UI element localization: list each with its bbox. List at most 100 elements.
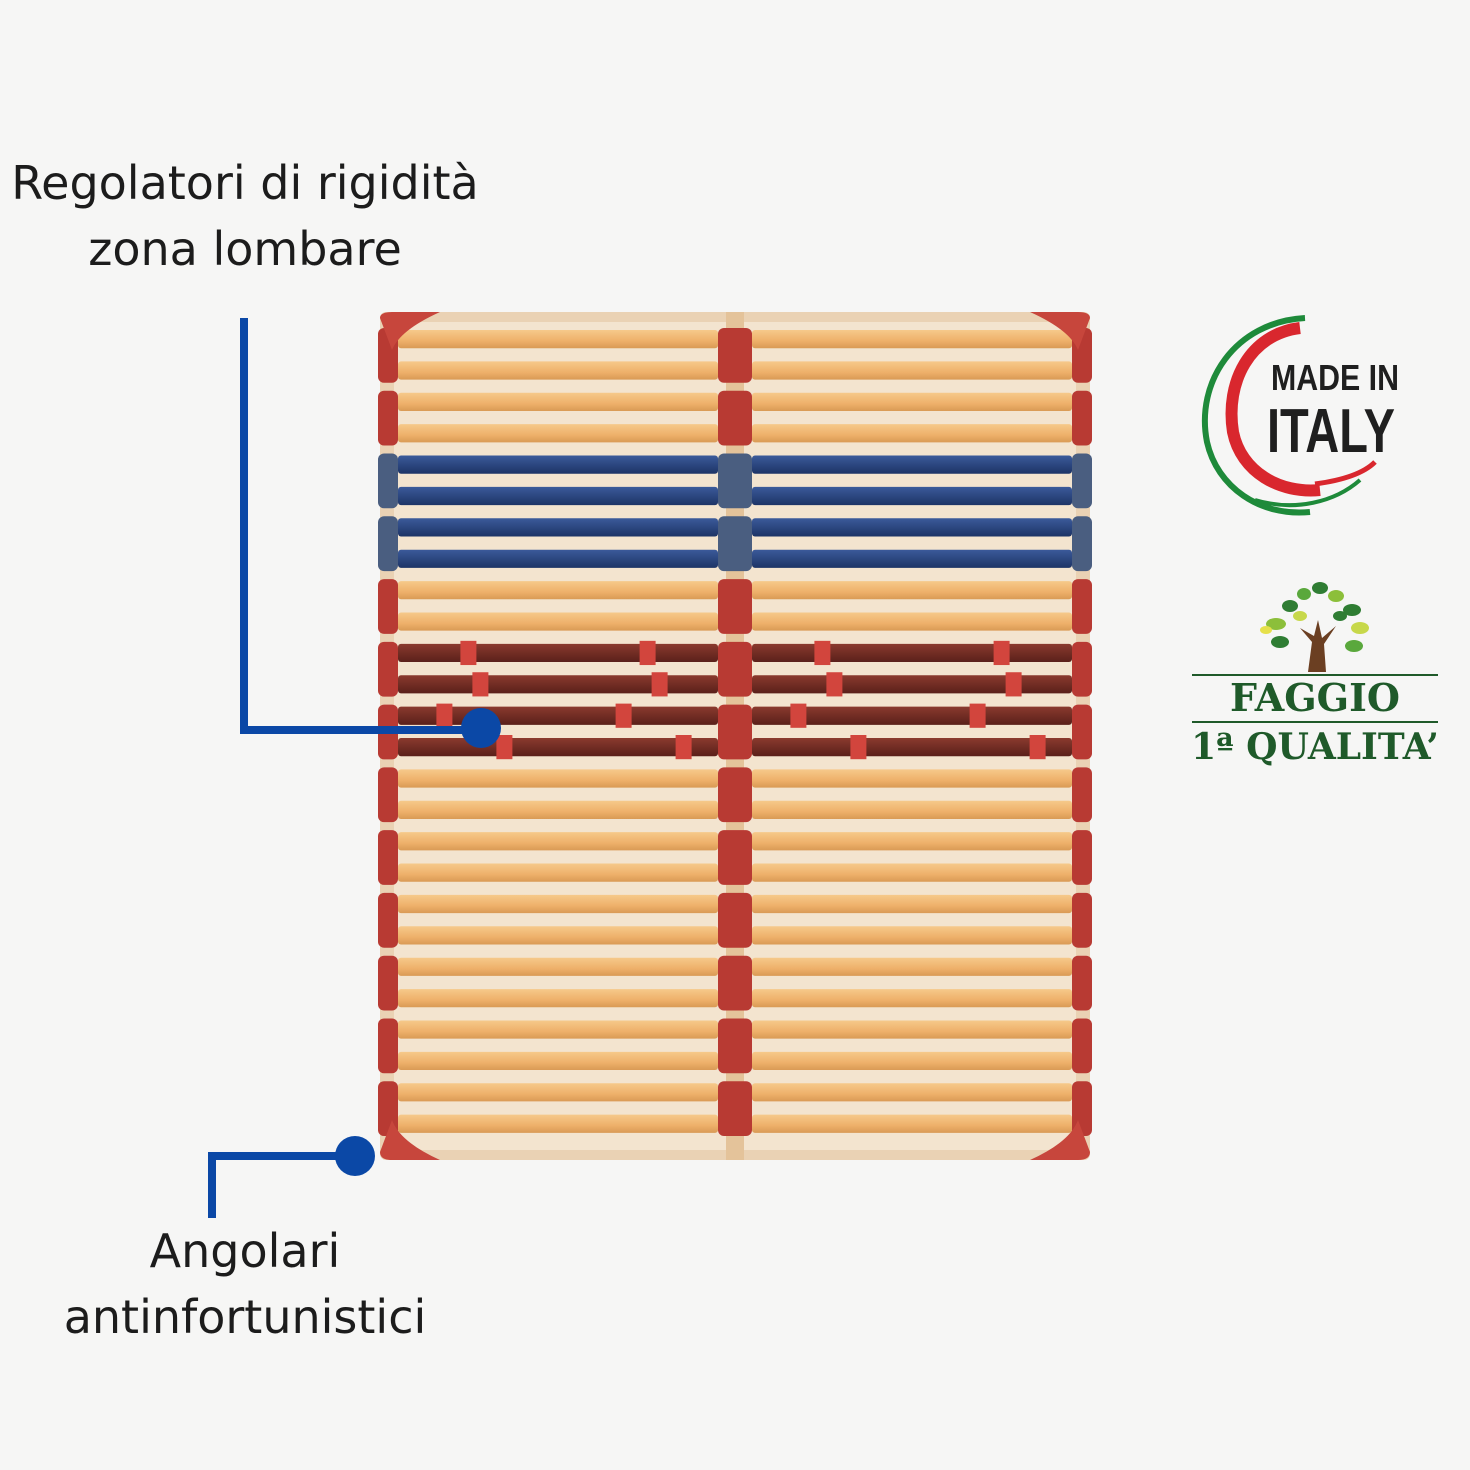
slat-holder-right-7 (1072, 704, 1092, 760)
slat-right-1 (752, 330, 1072, 349)
made-in-italy-badge: MADE IN ITALY (1195, 312, 1410, 522)
slat-left-7 (398, 518, 718, 537)
slat-holder-left-8 (378, 767, 398, 823)
slat-right-20 (752, 926, 1072, 945)
slat-holder-center-1 (718, 328, 752, 383)
faggio-top-rule (1192, 674, 1438, 676)
slat-left-23 (398, 1020, 718, 1039)
slat-holder-right-5 (1072, 579, 1092, 634)
stiffness-regulator-right-13-2 (969, 703, 986, 728)
slat-left-24 (398, 1051, 718, 1071)
slat-holder-right-2 (1072, 390, 1092, 446)
slat-left-6 (398, 486, 718, 506)
slat-holder-center-11 (718, 955, 752, 1011)
corner-label-line2: antinfortunistici (63, 1290, 427, 1344)
slat-left-1 (398, 330, 718, 349)
lumbar-leader-horizontal (240, 726, 482, 734)
slat-left-17 (398, 832, 718, 851)
slat-holder-left-6 (378, 641, 398, 697)
stiffness-regulator-right-11-2 (993, 640, 1010, 666)
slat-holder-right-6 (1072, 641, 1092, 697)
stiffness-regulator-left-11-1 (460, 640, 477, 666)
slat-holder-center-2 (718, 390, 752, 446)
slat-holder-left-9 (378, 830, 398, 885)
slat-right-8 (752, 549, 1072, 568)
slat-holder-right-3 (1072, 453, 1092, 509)
faggio-text: FAGGIO (1229, 675, 1401, 720)
slat-left-26 (398, 1114, 718, 1133)
slat-right-25 (752, 1083, 1072, 1102)
badge-arc-green (1201, 315, 1311, 516)
quality-text: 1ª QUALITA’ (1191, 726, 1439, 768)
tree-icon (1260, 582, 1369, 672)
slat-holder-center-6 (718, 641, 752, 697)
slat-right-12 (752, 675, 1072, 694)
corner-label-line1: Angolari (149, 1224, 341, 1278)
corner-bumper-bottom-left (380, 1120, 440, 1160)
stiffness-regulator-right-14-2 (1029, 735, 1046, 760)
slat-right-3 (752, 392, 1072, 411)
stiffness-regulator-right-12-2 (1005, 672, 1022, 697)
slat-holder-left-4 (378, 516, 398, 572)
slat-right-26 (752, 1114, 1072, 1133)
slat-holder-right-12 (1072, 1018, 1092, 1074)
slat-left-21 (398, 957, 718, 976)
slat-holder-center-7 (718, 704, 752, 760)
stiffness-regulator-right-11-1 (814, 640, 831, 666)
slat-right-10 (752, 612, 1072, 631)
lumbar-label-line2: zona lombare (88, 222, 402, 276)
stiffness-regulator-right-13-1 (790, 703, 807, 728)
stiffness-regulator-left-13-1 (436, 703, 453, 728)
slat-holder-center-8 (718, 767, 752, 823)
slat-right-2 (752, 361, 1072, 380)
badge-arc-swoosh (1314, 460, 1377, 487)
stiffness-regulator-left-14-1 (496, 735, 513, 760)
slat-holder-right-9 (1072, 830, 1092, 885)
italy-text: ITALY (1267, 397, 1395, 466)
faggio-quality-badge: FAGGIO 1ª QUALITA’ (1180, 580, 1450, 790)
slat-right-19 (752, 894, 1072, 914)
stiffness-regulator-left-11-2 (639, 640, 656, 666)
slat-holder-left-11 (378, 955, 398, 1011)
slat-left-8 (398, 549, 718, 568)
slat-holder-left-2 (378, 390, 398, 446)
corner-bumper-top-right (1030, 312, 1090, 350)
stiffness-regulator-right-12-1 (826, 672, 843, 697)
slat-right-5 (752, 455, 1072, 474)
slat-left-19 (398, 894, 718, 914)
slat-holder-center-13 (718, 1081, 752, 1136)
slat-left-4 (398, 424, 718, 443)
slat-right-24 (752, 1051, 1072, 1071)
slat-left-16 (398, 800, 718, 819)
slat-left-20 (398, 926, 718, 945)
stiffness-regulator-left-13-2 (615, 703, 632, 728)
lumbar-label-line1: Regolatori di rigidità (11, 156, 479, 210)
lumbar-leader-vertical (240, 318, 248, 734)
slat-holder-center-10 (718, 892, 752, 948)
slat-holder-right-8 (1072, 767, 1092, 823)
slat-holder-center-12 (718, 1018, 752, 1074)
lumbar-regulators-label: Regolatori di rigidità zona lombare (0, 150, 490, 282)
slat-left-11 (398, 643, 718, 663)
slat-holders-group (378, 328, 1092, 1136)
slat-right-6 (752, 486, 1072, 506)
slat-right-9 (752, 581, 1072, 600)
corner-leader-horizontal (208, 1152, 358, 1160)
slat-right-4 (752, 424, 1072, 443)
slat-left-18 (398, 863, 718, 882)
stiffness-regulator-left-12-1 (472, 672, 489, 697)
slat-right-22 (752, 989, 1072, 1008)
slat-holder-center-9 (718, 830, 752, 885)
slat-right-14 (752, 738, 1072, 757)
slat-right-11 (752, 643, 1072, 663)
slat-right-17 (752, 832, 1072, 851)
safety-corners-label: Angolari antinfortunistici (0, 1218, 490, 1350)
slat-holder-left-12 (378, 1018, 398, 1074)
slat-right-16 (752, 800, 1072, 819)
badge-arc-red (1225, 322, 1321, 497)
slat-holder-left-13 (378, 1081, 398, 1136)
slat-holder-center-3 (718, 453, 752, 509)
slat-left-25 (398, 1083, 718, 1102)
slat-left-12 (398, 675, 718, 694)
